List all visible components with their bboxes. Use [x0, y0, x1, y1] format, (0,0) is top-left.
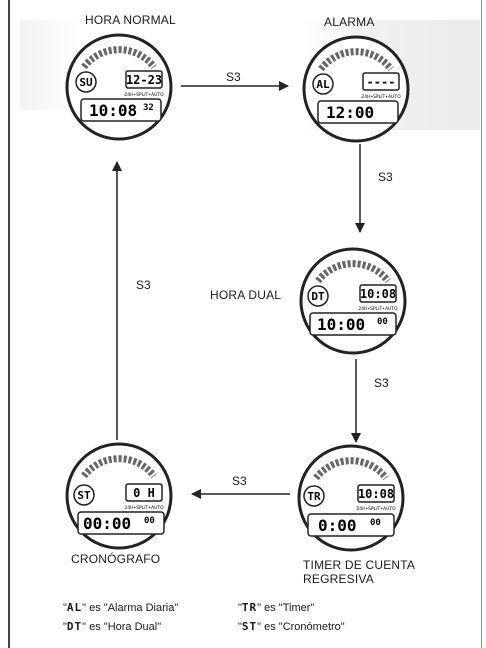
main-display: 0:00	[318, 516, 357, 535]
title-cronografo: CRONÓGRAFO	[71, 552, 161, 566]
main-display: 10:00	[317, 315, 365, 334]
top-display: 10:08	[360, 287, 396, 301]
seconds-display: 00	[370, 518, 381, 528]
seconds-display: 00	[377, 317, 388, 327]
top-display: 10:08	[358, 487, 394, 501]
transition-label-alarm-dual: S3	[378, 170, 393, 184]
title-hora-normal: HORA NORMAL	[85, 13, 176, 27]
watch-cronografo: ST 0 H 24H•SPLIT•AUTO 00:00 00	[65, 442, 173, 550]
watch-timer: TR 10:08 24H•SPLIT•AUTO 0:00 00	[297, 444, 405, 552]
legend-code: AL	[66, 601, 83, 614]
seconds-display: 32	[143, 103, 154, 113]
top-display: ----	[367, 75, 396, 89]
legend-text: es "Alarma Diaria"	[89, 602, 179, 614]
seconds-display: 00	[144, 516, 155, 526]
legend-item-st: "ST" es "Cronómetro"	[238, 620, 345, 633]
watch-alarma: AL ---- 24H•SPLIT•AUTO 12:00	[302, 35, 410, 143]
legend-item-al: "AL" es "Alarma Diaria"	[63, 601, 179, 614]
mode-badge-text: ST	[77, 489, 91, 502]
mode-badge	[75, 71, 97, 93]
mode-badge-text: SU	[79, 76, 93, 89]
top-display: 0 H	[133, 486, 155, 500]
watch-hora-normal: SU 12-23 24H•SPLIT•AUTO 10:08 32	[65, 33, 173, 141]
legend-text: es "Hora Dual"	[89, 621, 162, 633]
mode-badge-text: DT	[311, 290, 325, 303]
title-alarma: ALARMA	[324, 15, 375, 29]
legend-text: es "Timer"	[264, 602, 315, 614]
legend-code: TR	[241, 601, 258, 614]
title-timer-line2: REGRESIVA	[303, 572, 374, 586]
sub-label: 24H•SPLIT•AUTO	[361, 94, 401, 100]
transition-label-normal-alarm: S3	[226, 70, 241, 84]
main-display: 10:08	[89, 101, 137, 120]
sub-label: 24H•SPLIT•AUTO	[356, 506, 396, 512]
legend-code: DT	[66, 620, 83, 633]
top-display: 12-23	[126, 73, 162, 87]
transition-label-dual-timer: S3	[374, 376, 389, 390]
mode-badge-text: AL	[316, 78, 330, 91]
page-border-left	[8, 0, 10, 648]
legend-item-dt: "DT" es "Hora Dual"	[63, 620, 162, 633]
transition-label-timer-chrono: S3	[232, 474, 247, 488]
title-timer-line1: TIMER DE CUENTA	[303, 558, 416, 572]
transition-label-chrono-normal: S3	[136, 278, 151, 292]
main-display: 00:00	[83, 514, 131, 533]
sub-label: 24H•SPLIT•AUTO	[358, 306, 398, 312]
legend-item-tr: "TR" es "Timer"	[238, 601, 315, 614]
mode-badge-text: TR	[307, 490, 321, 503]
legend-code: ST	[241, 620, 258, 633]
legend-text: es "Cronómetro"	[264, 621, 345, 633]
watch-hora-dual: DT 10:08 24H•SPLIT•AUTO 10:00 00	[299, 247, 407, 355]
page-border-right	[481, 0, 482, 648]
sub-label: 24H•SPLIT•AUTO	[124, 92, 164, 98]
title-hora-dual: HORA DUAL	[210, 288, 282, 302]
sub-label: 24H•SPLIT•AUTO	[124, 505, 164, 511]
main-display: 12:00	[326, 103, 374, 122]
